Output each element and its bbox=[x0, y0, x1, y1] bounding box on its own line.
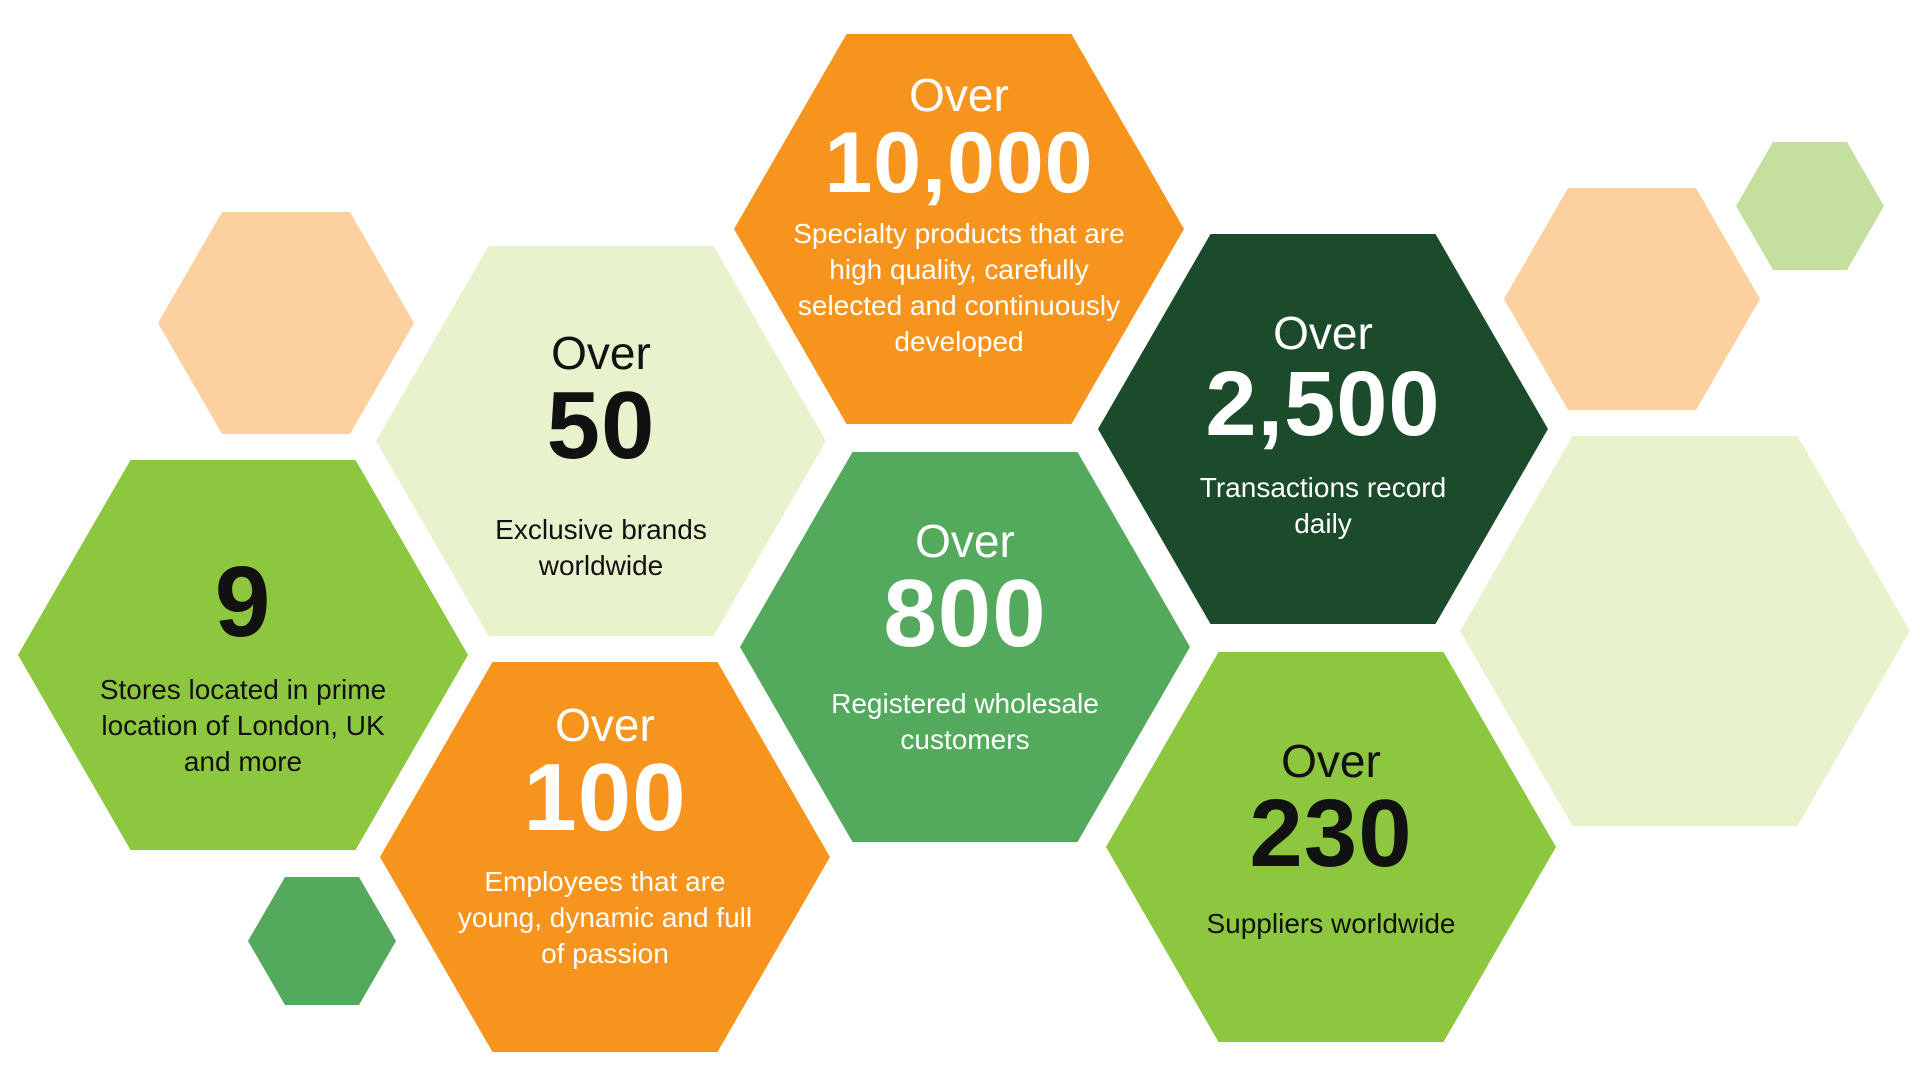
decorative-hexagon-pale-green-small-right bbox=[1736, 142, 1884, 270]
stat-transactions: Over 2,500 Transactions record daily bbox=[1178, 308, 1468, 542]
stat-customers-value: 800 bbox=[883, 560, 1047, 667]
decorative-hexagon-pale-orange-left bbox=[158, 212, 414, 434]
stat-employees: Over 100 Employees that are young, dynam… bbox=[445, 700, 765, 972]
stat-stores-value: 9 bbox=[214, 546, 272, 658]
stat-products-value: 10,000 bbox=[824, 115, 1094, 211]
stat-suppliers-prefix: Over bbox=[1281, 735, 1381, 787]
hexagon-transactions bbox=[1098, 234, 1548, 624]
hexagon-brands bbox=[376, 246, 826, 636]
stat-suppliers: Over 230 Suppliers worldwide bbox=[1186, 736, 1476, 942]
stat-brands-prefix: Over bbox=[551, 327, 651, 379]
stat-employees-value: 100 bbox=[523, 744, 687, 851]
stat-customers: Over 800 Registered wholesale customers bbox=[810, 516, 1120, 758]
decorative-hexagon-pale-orange-right bbox=[1504, 188, 1760, 410]
hexagon-customers bbox=[740, 452, 1190, 842]
stat-products-prefix: Over bbox=[909, 69, 1009, 121]
stat-products: Over 10,000 Specialty products that are … bbox=[790, 70, 1128, 360]
stat-transactions-value: 2,500 bbox=[1205, 353, 1441, 455]
stat-employees-prefix: Over bbox=[555, 699, 655, 751]
decorative-hexagon-pale-green-large-right bbox=[1460, 436, 1910, 826]
stat-brands: Over 50 Exclusive brands worldwide bbox=[456, 328, 746, 584]
stat-customers-description: Registered wholesale customers bbox=[831, 688, 1099, 755]
stat-products-description: Specialty products that are high quality… bbox=[793, 218, 1125, 357]
hexagon-products bbox=[734, 34, 1184, 424]
stat-stores: 9 Stores located in prime location of Lo… bbox=[88, 552, 398, 780]
stat-transactions-description: Transactions record daily bbox=[1199, 472, 1447, 539]
stat-suppliers-description: Suppliers worldwide bbox=[1206, 908, 1456, 939]
stat-brands-value: 50 bbox=[546, 372, 656, 479]
hexagon-stores bbox=[18, 460, 468, 850]
stat-transactions-prefix: Over bbox=[1273, 307, 1373, 359]
stat-stores-description: Stores located in prime location of Lond… bbox=[99, 674, 387, 777]
stat-brands-description: Exclusive brands worldwide bbox=[495, 514, 707, 581]
stat-suppliers-value: 230 bbox=[1249, 780, 1413, 887]
hexagon-employees bbox=[380, 662, 830, 1052]
stat-employees-description: Employees that are young, dynamic and fu… bbox=[457, 866, 753, 969]
decorative-hexagon-green-small-left bbox=[248, 877, 396, 1005]
stat-customers-prefix: Over bbox=[915, 515, 1015, 567]
hexagon-suppliers bbox=[1106, 652, 1556, 1042]
